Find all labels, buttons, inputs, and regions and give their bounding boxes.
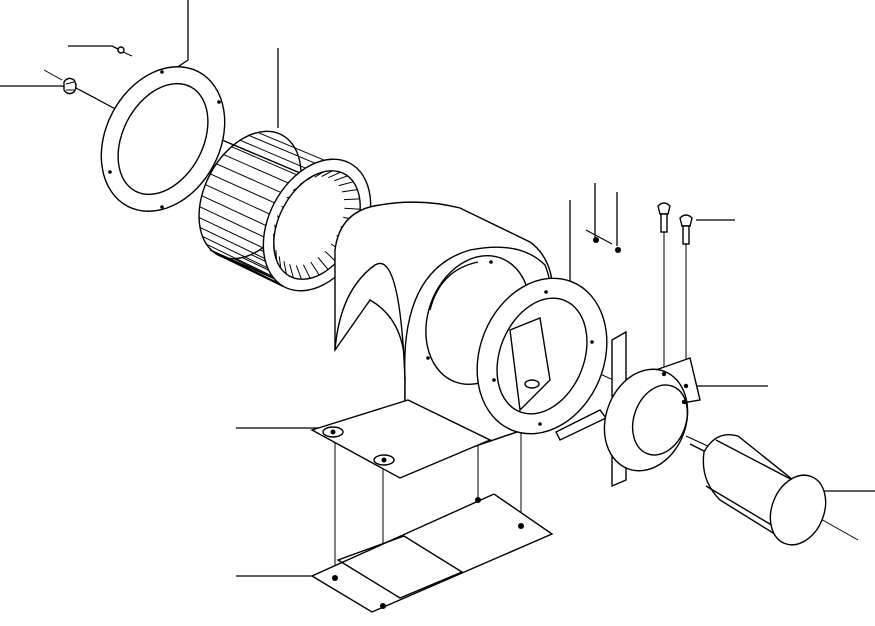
screw-pair [593, 237, 621, 253]
wheel-inner-blade [342, 189, 358, 193]
wheel-inner-blade [317, 257, 329, 270]
wheel-inner-blade [289, 264, 294, 278]
wheel-inner-blade [314, 171, 325, 178]
wheel-inner-blade [302, 264, 311, 279]
wheel-blade [216, 163, 282, 194]
wheel-blade [206, 243, 272, 277]
mounting-plate [310, 493, 554, 613]
wheel-blade [239, 139, 307, 170]
wheel-inner-blade [328, 171, 341, 179]
wheel-inner-blade [281, 205, 284, 208]
wheel-blade [201, 195, 267, 227]
wheel-inner-blade [292, 187, 298, 192]
wheel-blade [223, 154, 290, 184]
wheel-inner-blade [274, 224, 276, 230]
inlet-ring-right [476, 277, 608, 435]
leader-screw-small-top [68, 45, 121, 51]
housing-base-flange [310, 399, 492, 479]
wheel-inner-blade [310, 261, 320, 276]
wheel-blade [217, 254, 284, 288]
bolt-pair [657, 202, 693, 245]
wheel-blade [211, 250, 277, 283]
wheel-blade [205, 184, 271, 215]
wheel-inner-blade [306, 174, 316, 181]
wheel-inner-blade [321, 170, 333, 177]
wing-nut [63, 77, 77, 95]
wheel-blade [202, 235, 268, 269]
wheel-inner-blade [338, 181, 354, 187]
wheel-inner-blade [295, 265, 302, 280]
wheel-blade [199, 226, 265, 259]
blower-wheel [198, 130, 372, 292]
wheel-blade [257, 131, 326, 162]
wheel-blade [199, 206, 265, 238]
inlet-ring-left [100, 66, 226, 212]
wheel-blade [198, 216, 264, 249]
motor-mount-bracket [555, 330, 701, 488]
wheel-inner-blade [343, 198, 360, 201]
wheel-inner-blade [333, 175, 348, 182]
wheel-blade [248, 134, 317, 165]
wheel-inner-blade [286, 196, 290, 199]
wheel-inner-blade [275, 250, 278, 261]
leader-inlet-ring-left [169, 0, 189, 73]
wheel-blade [210, 173, 276, 204]
wheel-blade [231, 146, 298, 176]
wheel-inner-blade [344, 207, 361, 210]
screw-small-top [117, 46, 133, 57]
leader-wing-nut [0, 85, 69, 89]
wheel-inner-blade [283, 261, 287, 275]
wheel-inner-blade [299, 180, 307, 185]
motor [689, 434, 827, 546]
wheel-inner-blade [278, 256, 282, 269]
wheel-inner-blade [276, 215, 279, 219]
